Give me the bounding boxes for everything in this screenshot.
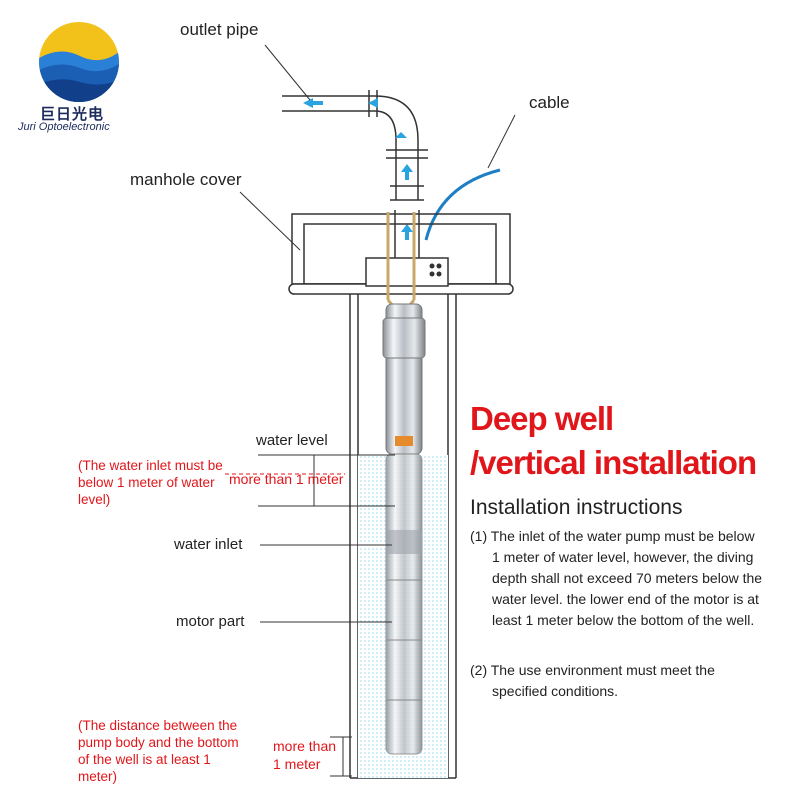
cable-line: [424, 168, 501, 241]
heading-line-2: /vertical installation: [470, 444, 757, 481]
label-water-inlet: water inlet: [174, 536, 243, 553]
label-water-level: water level: [256, 432, 328, 449]
brand-name-cn: 巨日光电: [40, 106, 105, 123]
label-outlet-pipe: outlet pipe: [180, 20, 259, 39]
brand-name-en: Juri Optoelectronic: [18, 121, 110, 133]
instruction-item-2: (2) The use environment must meet the sp…: [470, 660, 780, 702]
label-1-meter-lower: 1 meter: [273, 756, 321, 772]
heading-line-1: Deep well: [470, 400, 614, 437]
instruction-2-rest: specified conditions.: [492, 683, 619, 699]
note-well-bottom: (The distance between the pump body and …: [78, 718, 239, 784]
label-cable: cable: [529, 93, 570, 112]
instruction-item-1: (1) The inlet of the water pump must be …: [470, 526, 780, 631]
instruction-1-first-line: (1) The inlet of the water pump must be …: [470, 528, 755, 544]
label-manhole-cover: manhole cover: [130, 170, 242, 189]
instructions-title: Installation instructions: [470, 496, 683, 519]
leader-lines: [239, 44, 516, 777]
label-motor-part: motor part: [176, 613, 245, 630]
flow-arrows: [303, 98, 413, 286]
instruction-1-rest: 1 meter of water level, however, the div…: [492, 549, 763, 628]
label-more-than-1m-upper: more than 1 meter: [229, 471, 344, 487]
pump: [382, 303, 426, 755]
logo: [39, 22, 119, 102]
label-more-than-lower: more than: [273, 738, 337, 754]
manhole-cover: [288, 213, 514, 295]
instruction-2-first-line: (2) The use environment must meet the: [470, 662, 715, 678]
note-water-inlet: (The water inlet must be below 1 meter o…: [78, 458, 223, 507]
